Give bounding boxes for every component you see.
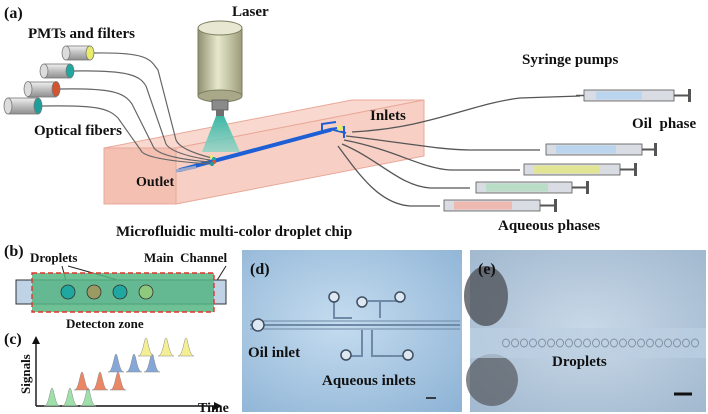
- e-droplet: [610, 338, 618, 348]
- e-droplet: [691, 338, 699, 348]
- time-label: Time: [198, 401, 229, 414]
- droplets-label-b: Droplets: [30, 250, 77, 265]
- e-droplet: [529, 338, 537, 348]
- signal-peak: [91, 371, 109, 391]
- e-droplet: [682, 338, 690, 348]
- signal-peak: [137, 337, 155, 357]
- panel-c-tag: (c): [4, 331, 22, 348]
- outlet-stub: [175, 165, 197, 173]
- e-droplet: [511, 338, 519, 348]
- laser-beam: [202, 116, 240, 152]
- signal-peak: [157, 337, 175, 357]
- e-droplet: [619, 338, 627, 348]
- pmts-label: PMTs and filters: [28, 26, 135, 42]
- panel-c: (c) Signals Time: [4, 331, 229, 414]
- main-channel-label: Main Channel: [144, 250, 227, 265]
- syringe-oil: [576, 89, 691, 102]
- oil-phase-label: Oil phase: [632, 116, 697, 132]
- e-droplet: [664, 338, 672, 348]
- laser-head: [197, 20, 243, 116]
- e-droplet: [673, 338, 681, 348]
- optical-fibers-label: Optical fibers: [34, 123, 122, 139]
- e-droplet: [565, 338, 573, 348]
- signal-peak: [107, 353, 125, 373]
- pmt-units: [3, 45, 95, 115]
- signal-peak: [177, 337, 195, 357]
- channel-pointer: [215, 265, 227, 283]
- e-shadow-bottom: [466, 354, 518, 406]
- fiber-tips: [210, 155, 216, 166]
- c-x-arrow: [214, 402, 222, 410]
- signal-peak: [143, 353, 161, 373]
- pmt-3: [23, 81, 61, 98]
- droplet-1: [60, 284, 76, 300]
- panel-d-tag: (d): [250, 261, 270, 278]
- droplet-4: [138, 284, 154, 300]
- d-channels: [250, 297, 460, 357]
- e-droplet: [538, 338, 546, 348]
- syringe-aqueous-3: [475, 181, 589, 194]
- e-droplet: [637, 338, 645, 348]
- signals-label: Signals: [18, 354, 33, 394]
- chip-slab: [103, 99, 425, 205]
- signal-peak: [109, 371, 127, 391]
- oil-inlet-label: Oil inlet: [248, 345, 300, 361]
- e-droplet: [628, 338, 636, 348]
- e-shadow-top: [464, 266, 508, 326]
- e-droplet: [592, 338, 600, 348]
- panel-b-tag: (b): [4, 243, 24, 260]
- e-droplet: [574, 338, 582, 348]
- e-droplet: [646, 338, 654, 348]
- panel-a: (a) Laser: [3, 4, 697, 240]
- e-droplet: [556, 338, 564, 348]
- c-y-arrow: [32, 336, 40, 344]
- micrograph-d: [242, 250, 462, 412]
- droplet-3: [112, 284, 128, 300]
- chip-title: Microfluidic multi-color droplet chip: [116, 224, 352, 240]
- panel-a-tag: (a): [4, 5, 23, 22]
- e-droplet: [655, 338, 663, 348]
- d-oil-port: [251, 318, 265, 332]
- syringe-aqueous-2: [523, 163, 637, 176]
- e-droplet: [502, 338, 510, 348]
- aqueous-inlets-label: Aqueous inlets: [322, 373, 416, 389]
- e-droplet: [520, 338, 528, 348]
- inlet-port-yellow: [337, 125, 343, 131]
- syringe-aqueous-4: [443, 199, 557, 212]
- laser-label: Laser: [232, 4, 269, 20]
- e-droplet: [601, 338, 609, 348]
- panel-d: (d) Oil inlet Aqueous inlets: [242, 250, 462, 412]
- panel-e: (e) Droplets: [464, 250, 706, 412]
- e-droplet: [547, 338, 555, 348]
- signal-peak: [61, 387, 79, 407]
- e-droplet-train: [502, 338, 699, 348]
- inlet-channels: [321, 121, 347, 138]
- pmt-4: [3, 97, 43, 115]
- signal-peak: [79, 387, 97, 407]
- tubing: [337, 95, 581, 207]
- droplets-label-e: Droplets: [552, 354, 607, 370]
- detection-zone-label: Detecton zone: [66, 316, 144, 331]
- panel-b: (b) Droplets Main Channel Detecton zone: [4, 243, 227, 331]
- inlets-label: Inlets: [370, 108, 406, 124]
- e-droplet: [583, 338, 591, 348]
- syringe-pumps-label: Syringe pumps: [522, 52, 618, 68]
- signal-peak: [73, 371, 91, 391]
- signal-peak: [43, 387, 61, 407]
- signal-peaks: [43, 337, 195, 407]
- pmt-2: [39, 63, 75, 79]
- optical-fibers: [41, 52, 213, 165]
- outlet-label: Outlet: [136, 175, 174, 190]
- signal-peak: [125, 353, 143, 373]
- d-inlet-ports: [251, 291, 414, 361]
- aqueous-phases-label: Aqueous phases: [498, 218, 600, 234]
- droplet-2: [86, 284, 102, 300]
- panel-e-tag: (e): [478, 261, 496, 278]
- pmt-1: [61, 45, 95, 61]
- syringe-aqueous-1: [545, 143, 657, 156]
